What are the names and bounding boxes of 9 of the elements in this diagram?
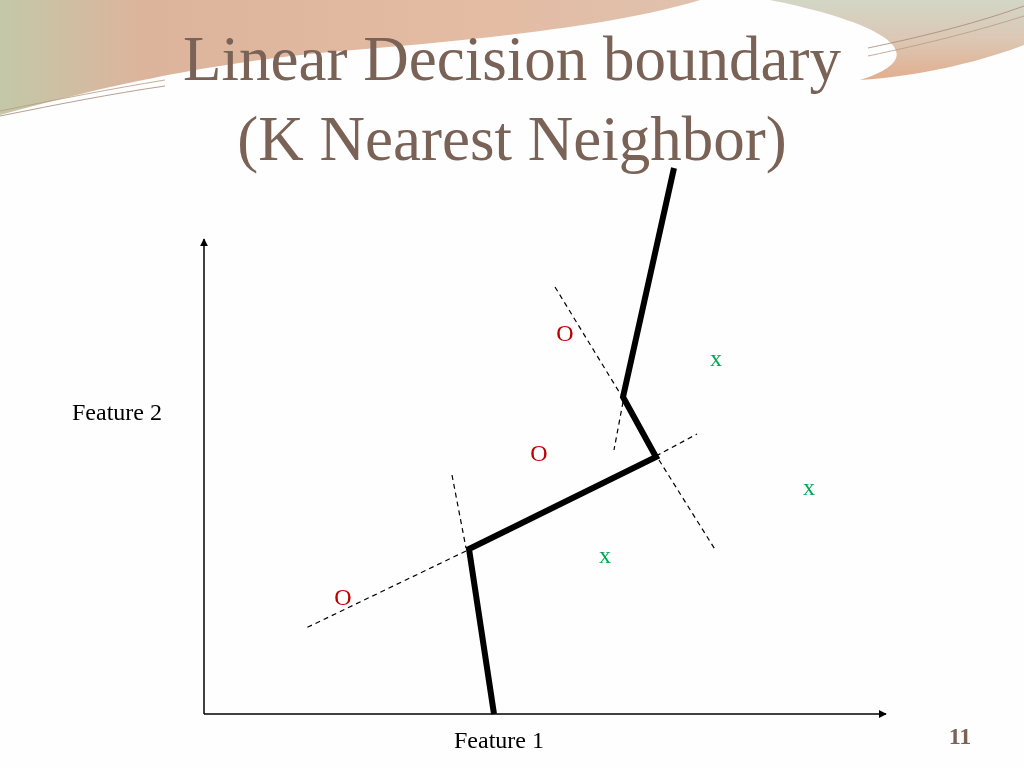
page-number: 11 bbox=[948, 722, 972, 750]
axis-label: Feature 1 bbox=[454, 726, 544, 754]
axis-label: Feature 2 bbox=[72, 398, 162, 426]
x-class-point: x bbox=[599, 541, 611, 569]
o-class-point: O bbox=[530, 439, 548, 467]
o-class-point: O bbox=[556, 319, 574, 347]
o-class-point: O bbox=[334, 583, 352, 611]
x-class-point: x bbox=[710, 344, 722, 372]
x-class-point: x bbox=[803, 473, 815, 501]
